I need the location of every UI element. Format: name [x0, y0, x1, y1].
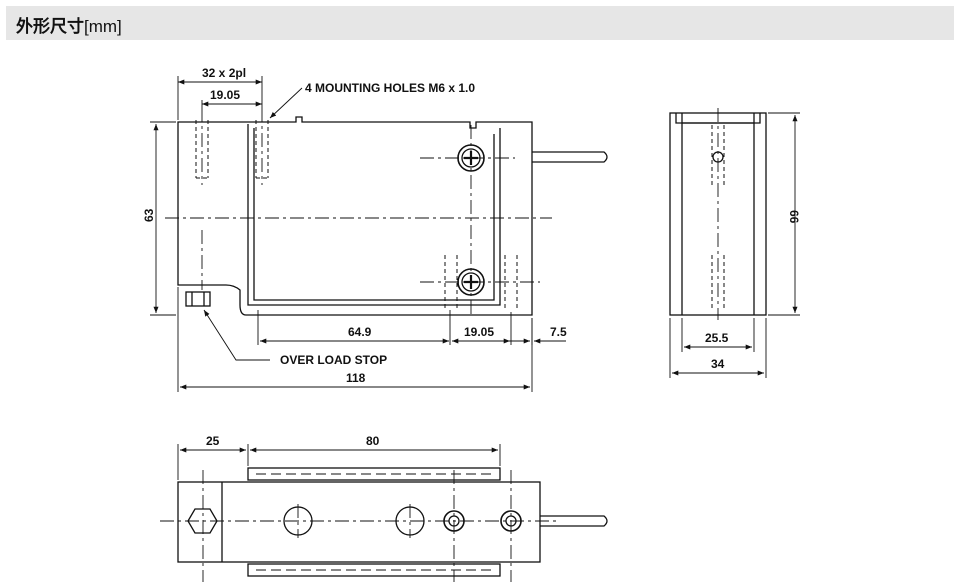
- side-dimension-text: 66 25.5 34: [705, 210, 801, 371]
- mounting-leader: [269, 87, 303, 119]
- dim-19-05-top: 19.05: [210, 88, 240, 102]
- top-body-outline: [177, 481, 541, 563]
- dim-7-5: 7.5: [550, 325, 567, 339]
- screw-top: [457, 144, 485, 172]
- front-cable: [532, 151, 608, 163]
- top-cable: [540, 515, 608, 527]
- top-dimension-text: 25 80: [206, 434, 380, 448]
- front-view: [165, 108, 608, 316]
- front-inner-cavity: [247, 124, 501, 306]
- front-dimension-text: 32 x 2pl 19.05 63 64.9 19.05 7.5 118 4 M…: [142, 66, 567, 385]
- top-dimensions: [177, 444, 501, 480]
- front-dimensions: [150, 76, 566, 392]
- top-plate-upper: [247, 467, 501, 481]
- title-text: 外形尺寸: [16, 17, 84, 37]
- side-dimensions: [669, 112, 800, 378]
- dim-25-5: 25.5: [705, 331, 729, 345]
- side-view: [669, 108, 767, 320]
- dim-25: 25: [206, 434, 220, 448]
- section-header: 外形尺寸[mm]: [6, 6, 954, 40]
- dim-34: 34: [711, 357, 725, 371]
- overload-stop-block: [185, 291, 211, 307]
- overload-stop-note: OVER LOAD STOP: [280, 353, 387, 367]
- dim-32x2pl: 32 x 2pl: [202, 66, 246, 80]
- dim-80: 80: [366, 434, 380, 448]
- top-view: [160, 467, 608, 582]
- dim-118: 118: [346, 371, 366, 385]
- unit-text: [mm]: [84, 17, 122, 36]
- top-plate-lower: [247, 563, 501, 577]
- overload-leader: [203, 309, 270, 361]
- screw-bottom: [457, 268, 485, 296]
- dim-64-9: 64.9: [348, 325, 372, 339]
- section-title: 外形尺寸[mm]: [16, 12, 122, 37]
- mounting-holes-note: 4 MOUNTING HOLES M6 x 1.0: [305, 81, 475, 95]
- dim-63: 63: [142, 208, 156, 222]
- dim-19-05-right: 19.05: [464, 325, 494, 339]
- dim-66: 66: [787, 210, 801, 224]
- front-body-outline: [177, 116, 533, 316]
